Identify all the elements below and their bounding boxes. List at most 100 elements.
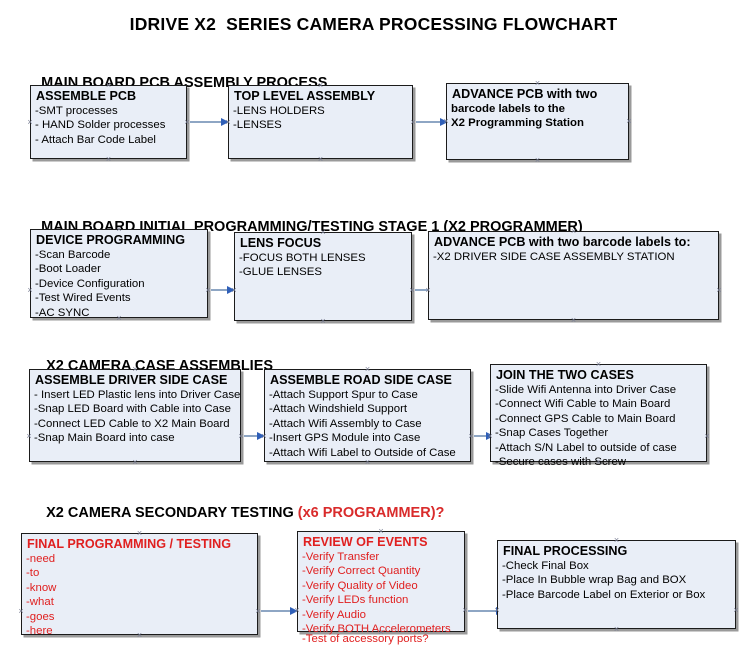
box-line: -LENSES [233,119,282,132]
box-line: -X2 DRIVER SIDE CASE ASSEMBLY STATION [433,251,675,263]
box-line: -Slide Wifi Antenna into Driver Case [495,384,677,396]
box-line-list: -Check Final Box -Place In Bubble wrap B… [498,559,735,602]
flow-box-assemble-pcb[interactable]: ASSEMBLE PCB -SMT processes - HAND Solde… [30,85,187,159]
box-line-list: -Attach Support Spur to Case -Attach Win… [265,388,470,460]
box-overflow-line: -Test of accessory ports? [302,633,429,645]
box-line: -need [26,553,56,565]
connector-handle-bottom[interactable] [363,458,372,467]
connector-handle-right[interactable] [715,286,724,295]
connector-handle-bottom[interactable] [115,314,124,323]
connector-handle-left[interactable] [26,118,35,127]
box-title: ASSEMBLE PCB [36,89,137,103]
flow-box-lens-focus[interactable]: LENS FOCUS -FOCUS BOTH LENSES -GLUE LENS… [234,232,412,321]
box-line: -AC SYNC [35,306,90,319]
arrow-driver-side-to-road-side [244,431,265,440]
box-line-list: -Slide Wifi Antenna into Driver Case -Co… [491,383,706,469]
box-line: -Scan Barcode [35,249,111,261]
box-title: DEVICE PROGRAMMING [36,233,186,247]
box-line: -Connect LED Cable to X2 Main Board [34,417,230,430]
connector-handle-top[interactable] [135,529,144,538]
flow-box-advance-pcb-driver-side-case[interactable]: ADVANCE PCB with two barcode labels to: … [428,231,719,320]
flow-box-join-the-two-cases[interactable]: JOIN THE TWO CASES -Slide Wifi Antenna i… [490,364,707,468]
box-title: FINAL PROCESSING [503,544,628,558]
connector-handle-bottom[interactable] [612,625,621,634]
connector-handle-top[interactable] [612,536,621,545]
box-line: - HAND Solder processes [35,119,166,132]
box-line: -Verify LEDs function [302,594,409,607]
connector-handle-left[interactable] [424,286,433,295]
box-title: FINAL PROGRAMMING / TESTING [27,537,232,551]
box-line: -Snap Cases Together [495,427,609,440]
box-title: ASSEMBLE DRIVER SIDE CASE [35,373,228,387]
box-line-list: - Insert LED Plastic lens into Driver Ca… [30,388,240,446]
connector-handle-left[interactable] [486,432,495,441]
box-line-list: -SMT processes - HAND Solder processes -… [31,104,186,147]
connector-handle-bottom[interactable] [135,631,144,640]
connector-handle-left[interactable] [17,607,26,616]
connector-handle-right[interactable] [703,432,712,441]
box-line: -Attach Support Spur to Case [269,389,418,401]
box-title: ADVANCE PCB with two [452,87,598,101]
box-line: -here [26,625,53,638]
box-line: -Attach Wifi Label to Outside of Case [269,446,456,459]
box-line: -Snap Main Board into case [34,432,175,445]
connector-handle-top[interactable] [594,360,603,369]
box-line: -Place In Bubble wrap Bag and BOX [502,574,687,587]
connector-handle-left[interactable] [260,432,269,441]
box-line: -goes [26,610,55,623]
connector-handle-bottom[interactable] [569,316,578,325]
connector-handle-left[interactable] [25,432,34,441]
flow-box-final-processing[interactable]: FINAL PROCESSING -Check Final Box -Place… [497,540,736,629]
flow-box-final-programming-testing[interactable]: FINAL PROGRAMMING / TESTING -need -to -k… [21,533,258,638]
connector-handle-top[interactable] [363,365,372,374]
section-heading-x2-camera-secondary-testing: X2 CAMERA SECONDARY TESTING (x6 PROGRAMM… [30,489,444,537]
page-title: IDRIVE X2 SERIES CAMERA PROCESSING FLOWC… [129,14,618,34]
box-line: X2 Programming Station [451,117,584,130]
connector-handle-left[interactable] [26,286,35,295]
connector-handle-left[interactable] [293,606,302,615]
connector-handle-bottom[interactable] [131,458,140,467]
box-line: -to [26,567,40,580]
box-line: - Insert LED Plastic lens into Driver Ca… [34,389,241,401]
box-line: -Connect GPS Cable to Main Board [495,412,676,425]
connector-handle-left[interactable] [230,286,239,295]
box-line: -Place Barcode Label on Exterior or Box [502,588,706,601]
box-line: -Attach Windshield Support [269,403,408,416]
connector-handle-top[interactable] [569,227,578,236]
connector-handle-left[interactable] [224,118,233,127]
connector-handle-bottom[interactable] [377,628,386,637]
connector-handle-top[interactable] [131,365,140,374]
box-line: -Verify Transfer [302,551,380,563]
box-line-list: -X2 DRIVER SIDE CASE ASSEMBLY STATION [429,250,718,264]
connector-handle-bottom[interactable] [316,155,325,164]
connector-handle-left[interactable] [442,117,451,126]
box-line: -Attach Wifi Assembly to Case [269,417,422,430]
connector-handle-top[interactable] [533,79,542,88]
box-line: -SMT processes [35,105,118,117]
flow-box-top-level-assembly[interactable]: TOP LEVEL ASSEMBLY -LENS HOLDERS -LENSES [228,85,413,159]
connector-handle-bottom[interactable] [533,156,542,165]
connector-handle-left[interactable] [493,606,502,615]
box-line-list: -Verify Transfer -Verify Correct Quantit… [298,550,464,636]
flow-box-assemble-driver-side-case[interactable]: ASSEMBLE DRIVER SIDE CASE - Insert LED P… [29,369,241,462]
flow-box-advance-pcb-programming-station[interactable]: ADVANCE PCB with two barcode labels to t… [446,83,629,160]
connector-handle-right[interactable] [625,117,634,126]
connector-handle-bottom[interactable] [594,458,603,467]
flow-box-review-of-events[interactable]: REVIEW OF EVENTS -Verify Transfer -Verif… [297,531,465,645]
box-title: JOIN THE TWO CASES [496,368,634,382]
flow-box-device-programming[interactable]: DEVICE PROGRAMMING -Scan Barcode -Boot L… [30,229,208,319]
box-line: -Insert GPS Module into Case [269,432,421,445]
box-line: -Verify Quality of Video [302,579,418,592]
connector-handle-right[interactable] [732,606,741,615]
connector-handle-bottom[interactable] [104,155,113,164]
connector-handle-top[interactable] [316,81,325,90]
connector-handle-top[interactable] [115,225,124,234]
connector-handle-top[interactable] [104,81,113,90]
box-line: -Device Configuration [35,277,145,290]
connector-handle-top[interactable] [319,228,328,237]
box-title: ADVANCE PCB with two barcode labels to: [434,235,691,249]
flow-box-assemble-road-side-case[interactable]: ASSEMBLE ROAD SIDE CASE -Attach Support … [264,369,471,462]
connector-handle-bottom[interactable] [319,317,328,326]
box-line-list: -need -to -know -what -goes -here [22,552,257,638]
connector-handle-top[interactable] [377,527,386,536]
